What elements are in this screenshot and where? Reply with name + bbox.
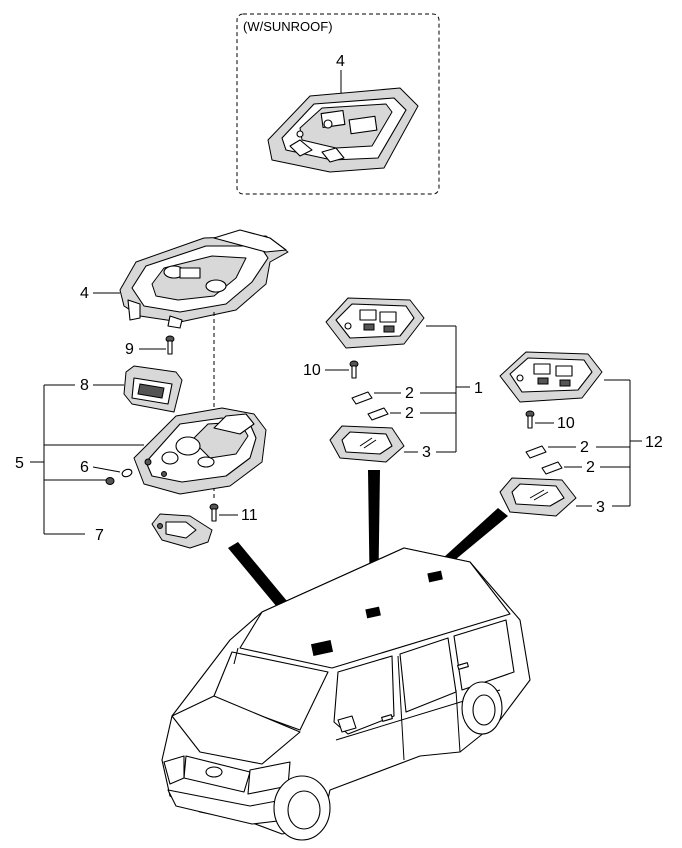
minivan-illustration — [161, 547, 531, 841]
console-bracket — [119, 229, 289, 329]
inset-part-label: 4 — [336, 53, 345, 70]
label-10-a: 10 — [303, 362, 321, 379]
sunroof-bracket — [267, 87, 419, 173]
label-3-a: 3 — [422, 444, 431, 461]
label-7: 7 — [95, 527, 104, 544]
lens-3-a — [329, 425, 405, 463]
inset-title: (W/SUNROOF) — [243, 19, 333, 34]
bulb-2-c — [525, 445, 547, 459]
group-12-bracket-lines — [596, 379, 642, 507]
label-10-b: 10 — [557, 415, 575, 432]
label-3-b: 3 — [596, 499, 605, 516]
room-lamp-1 — [325, 297, 425, 349]
lens-3-b — [499, 477, 577, 517]
label-4: 4 — [80, 285, 89, 302]
label-9: 9 — [125, 341, 134, 358]
lens-7 — [151, 513, 213, 549]
label-8: 8 — [80, 377, 89, 394]
label-6: 6 — [80, 459, 89, 476]
screw-10-b — [525, 410, 535, 429]
label-11: 11 — [241, 507, 258, 524]
roof-marker-front — [310, 640, 334, 656]
inset-frame — [236, 13, 440, 195]
roof-marker-rear — [427, 570, 443, 583]
label-2-c: 2 — [580, 439, 589, 456]
bulb-2-a — [351, 391, 373, 405]
label-5: 5 — [15, 455, 24, 472]
label-2-a: 2 — [405, 385, 414, 402]
sunroof-inset: (W/SUNROOF) 4 — [236, 13, 440, 195]
overhead-console-lamp — [133, 407, 267, 495]
bulb-6 — [105, 468, 133, 485]
label-2-b: 2 — [405, 405, 414, 422]
label-2-d: 2 — [586, 459, 595, 476]
group-1-bracket-lines — [420, 325, 470, 453]
bulb-2-b — [367, 407, 389, 421]
label-1: 1 — [474, 380, 483, 397]
bulb-2-d — [541, 461, 563, 475]
screw-10-a — [349, 360, 359, 379]
room-lamp-12 — [499, 351, 603, 403]
label-12: 12 — [645, 434, 663, 451]
switch-8 — [123, 365, 183, 413]
screw-9 — [165, 335, 175, 355]
screw-11 — [209, 503, 219, 522]
roof-marker-middle — [365, 606, 381, 619]
group-5-bracket-lines — [30, 384, 144, 535]
